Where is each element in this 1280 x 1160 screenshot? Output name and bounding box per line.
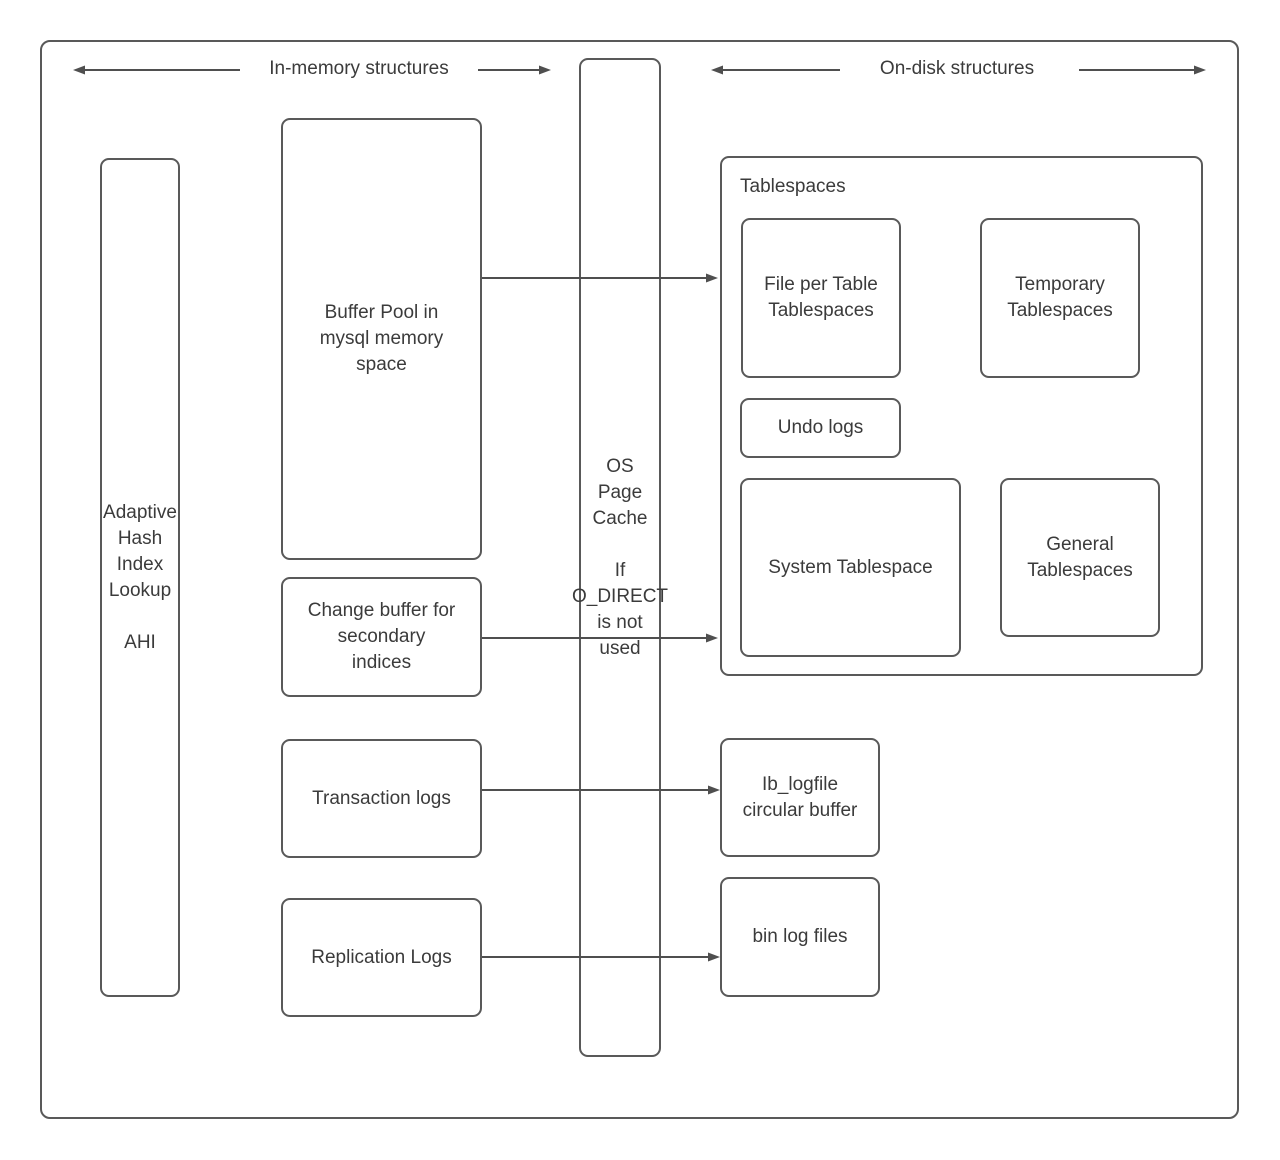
node-label: Buffer Pool in mysql memory space xyxy=(319,302,444,375)
tablespaces-title: Tablespaces xyxy=(740,176,846,197)
node-undo-logs: Undo logs xyxy=(740,398,901,458)
on-disk-structures-label: On-disk structures xyxy=(879,58,1035,79)
node-label: General Tablespaces xyxy=(1027,533,1133,581)
node-ib-logfile-circular-buffer: Ib_logfile circular buffer xyxy=(720,738,880,857)
node-bin-log-files: bin log files xyxy=(720,877,880,997)
node-label: System Tablespace xyxy=(768,556,933,578)
node-os-page-cache: OS Page Cache If O_DIRECT is not used xyxy=(572,58,668,1057)
node-label: Transaction logs xyxy=(312,787,451,809)
node-label: Change buffer for secondary indices xyxy=(307,600,456,673)
node-general-tablespaces: General Tablespaces xyxy=(1000,478,1160,637)
node-label: Undo logs xyxy=(777,417,864,438)
node-adaptive-hash-index: Adaptive Hash Index Lookup AHI xyxy=(100,158,180,997)
node-label: OS Page Cache If O_DIRECT is not used xyxy=(571,455,669,659)
node-transaction-logs: Transaction logs xyxy=(281,739,482,858)
node-replication-logs: Replication Logs xyxy=(281,898,482,1017)
node-label: File per Table Tablespaces xyxy=(764,274,878,321)
node-label: Replication Logs xyxy=(311,946,452,968)
node-change-buffer: Change buffer for secondary indices xyxy=(281,577,482,697)
node-system-tablespace: System Tablespace xyxy=(740,478,961,657)
node-label: Adaptive Hash Index Lookup AHI xyxy=(103,501,177,653)
in-memory-structures-label: In-memory structures xyxy=(269,58,449,79)
node-buffer-pool: Buffer Pool in mysql memory space xyxy=(281,118,482,560)
node-label: Temporary Tablespaces xyxy=(1007,274,1113,321)
node-temporary-tablespaces: Temporary Tablespaces xyxy=(980,218,1140,378)
node-file-per-table-tablespaces: File per Table Tablespaces xyxy=(741,218,901,378)
node-label: bin log files xyxy=(752,926,848,947)
node-label: Ib_logfile circular buffer xyxy=(742,773,858,821)
